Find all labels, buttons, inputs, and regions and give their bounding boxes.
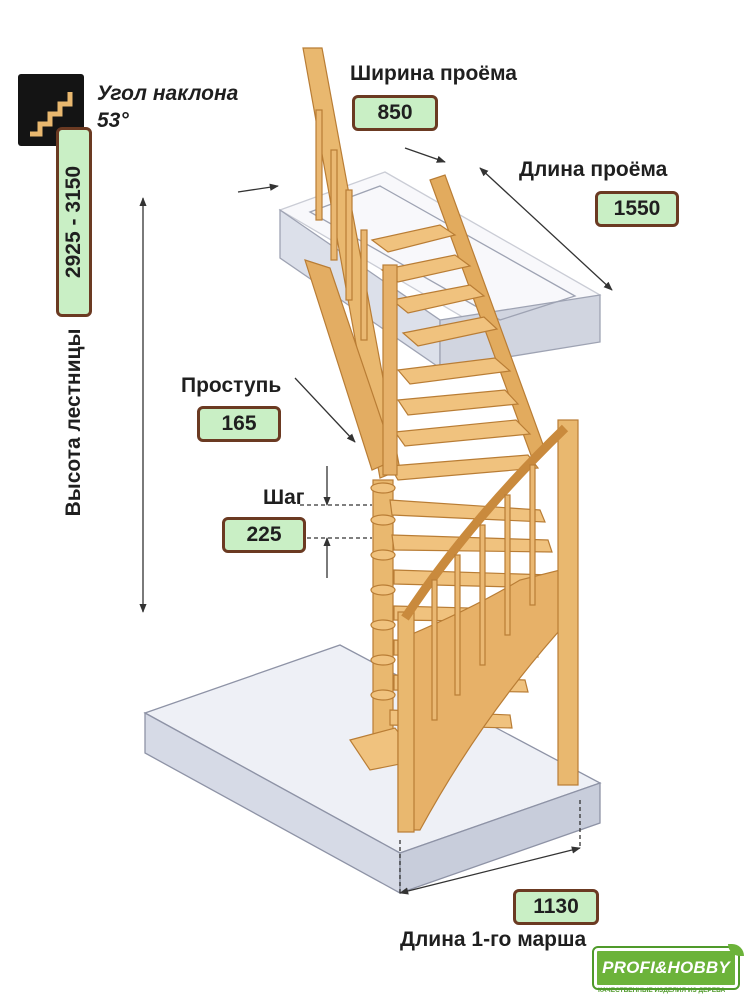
tread-depth-label: Проступь xyxy=(181,374,282,397)
opening-length-value: 1550 xyxy=(595,191,679,227)
angle-title: Угол наклона xyxy=(97,82,239,105)
lower-flight xyxy=(397,419,579,833)
upper-flight xyxy=(302,47,546,481)
opening-width-value: 850 xyxy=(352,95,438,131)
brand-tagline: КАЧЕСТВЕННЫЕ ИЗДЕЛИЯ ИЗ ДЕРЕВА xyxy=(598,987,726,994)
angle-value: 53° xyxy=(97,109,129,132)
step-label: Шаг xyxy=(263,486,305,509)
angle-label: Угол наклона 53° xyxy=(97,80,238,134)
opening-length-label: Длина проёма xyxy=(519,158,668,181)
brand-logo: PROFI&HOBBY КАЧЕСТВЕННЫЕ ИЗДЕЛИЯ ИЗ ДЕРЕ… xyxy=(592,944,744,994)
dimension-lines xyxy=(139,147,613,895)
leaf-icon xyxy=(728,944,744,956)
stair-height-value: 2925 - 3150 xyxy=(56,127,92,317)
first-flight-value: 1130 xyxy=(513,889,599,925)
tread-depth-value: 165 xyxy=(197,406,281,442)
stair-height-group: Высота лестницы 2925 - 3150 xyxy=(56,127,92,525)
opening-width-label: Ширина проёма xyxy=(350,62,517,85)
stair-height-label: Высота лестницы xyxy=(62,328,85,517)
stairs-icon xyxy=(18,74,84,146)
brand-name: PROFI&HOBBY xyxy=(602,958,730,977)
step-value: 225 xyxy=(222,517,306,553)
first-flight-label: Длина 1-го марша xyxy=(400,928,587,951)
